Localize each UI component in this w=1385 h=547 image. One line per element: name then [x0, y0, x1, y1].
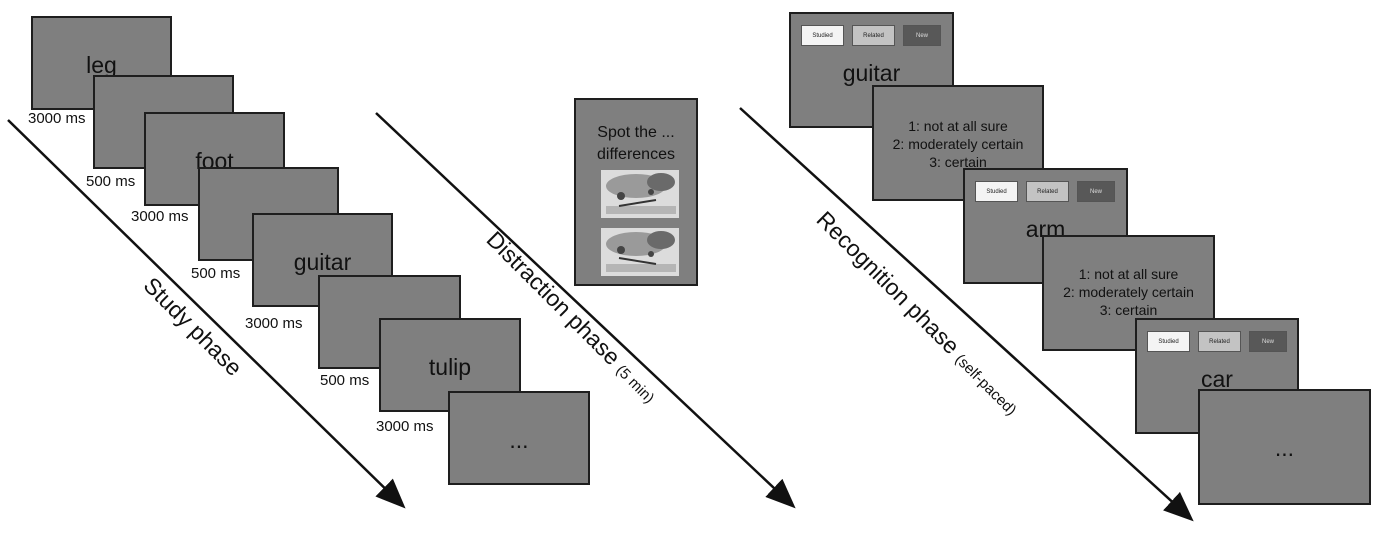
study-word: ... [509, 427, 529, 453]
study-word: leg [86, 52, 117, 78]
distraction-arrow [375, 112, 796, 509]
related-button[interactable]: Related [1198, 331, 1241, 352]
timing-label: 3000 ms [131, 208, 189, 225]
recognition-word: ... [1274, 435, 1295, 461]
studied-button[interactable]: Studied [975, 181, 1018, 202]
study-arrow [7, 119, 406, 509]
timing-label: 500 ms [320, 372, 370, 389]
new-button[interactable]: New [1077, 181, 1115, 202]
timing-label: 3000 ms [245, 315, 303, 332]
timing-label: 3000 ms [28, 110, 86, 127]
recognition-card-ellipsis: ... [1198, 389, 1371, 505]
recognition-word: guitar [842, 60, 901, 86]
confidence-scale: 1: not at all sure 2: moderately certain… [1063, 266, 1194, 318]
studied-button[interactable]: Studied [1147, 331, 1190, 352]
distraction-card: Spot the ... differences [574, 98, 698, 286]
spot-difference-image [601, 170, 679, 218]
recognition-word: car [1201, 366, 1233, 392]
recognition-arrow [739, 107, 1194, 522]
related-button[interactable]: Related [852, 25, 895, 46]
timing-label: 500 ms [86, 173, 136, 190]
new-button[interactable]: New [1249, 331, 1287, 352]
studied-button[interactable]: Studied [801, 25, 844, 46]
related-button[interactable]: Related [1026, 181, 1069, 202]
spot-difference-image [601, 228, 679, 276]
timing-label: 3000 ms [376, 418, 434, 435]
timing-label: 500 ms [191, 265, 241, 282]
study-word: guitar [293, 249, 352, 275]
study-word: tulip [428, 354, 472, 380]
study-card-ellipsis: ... [448, 391, 590, 485]
distraction-title: Spot the ... differences [597, 124, 675, 163]
new-button[interactable]: New [903, 25, 941, 46]
confidence-scale: 1: not at all sure 2: moderately certain… [892, 118, 1024, 170]
